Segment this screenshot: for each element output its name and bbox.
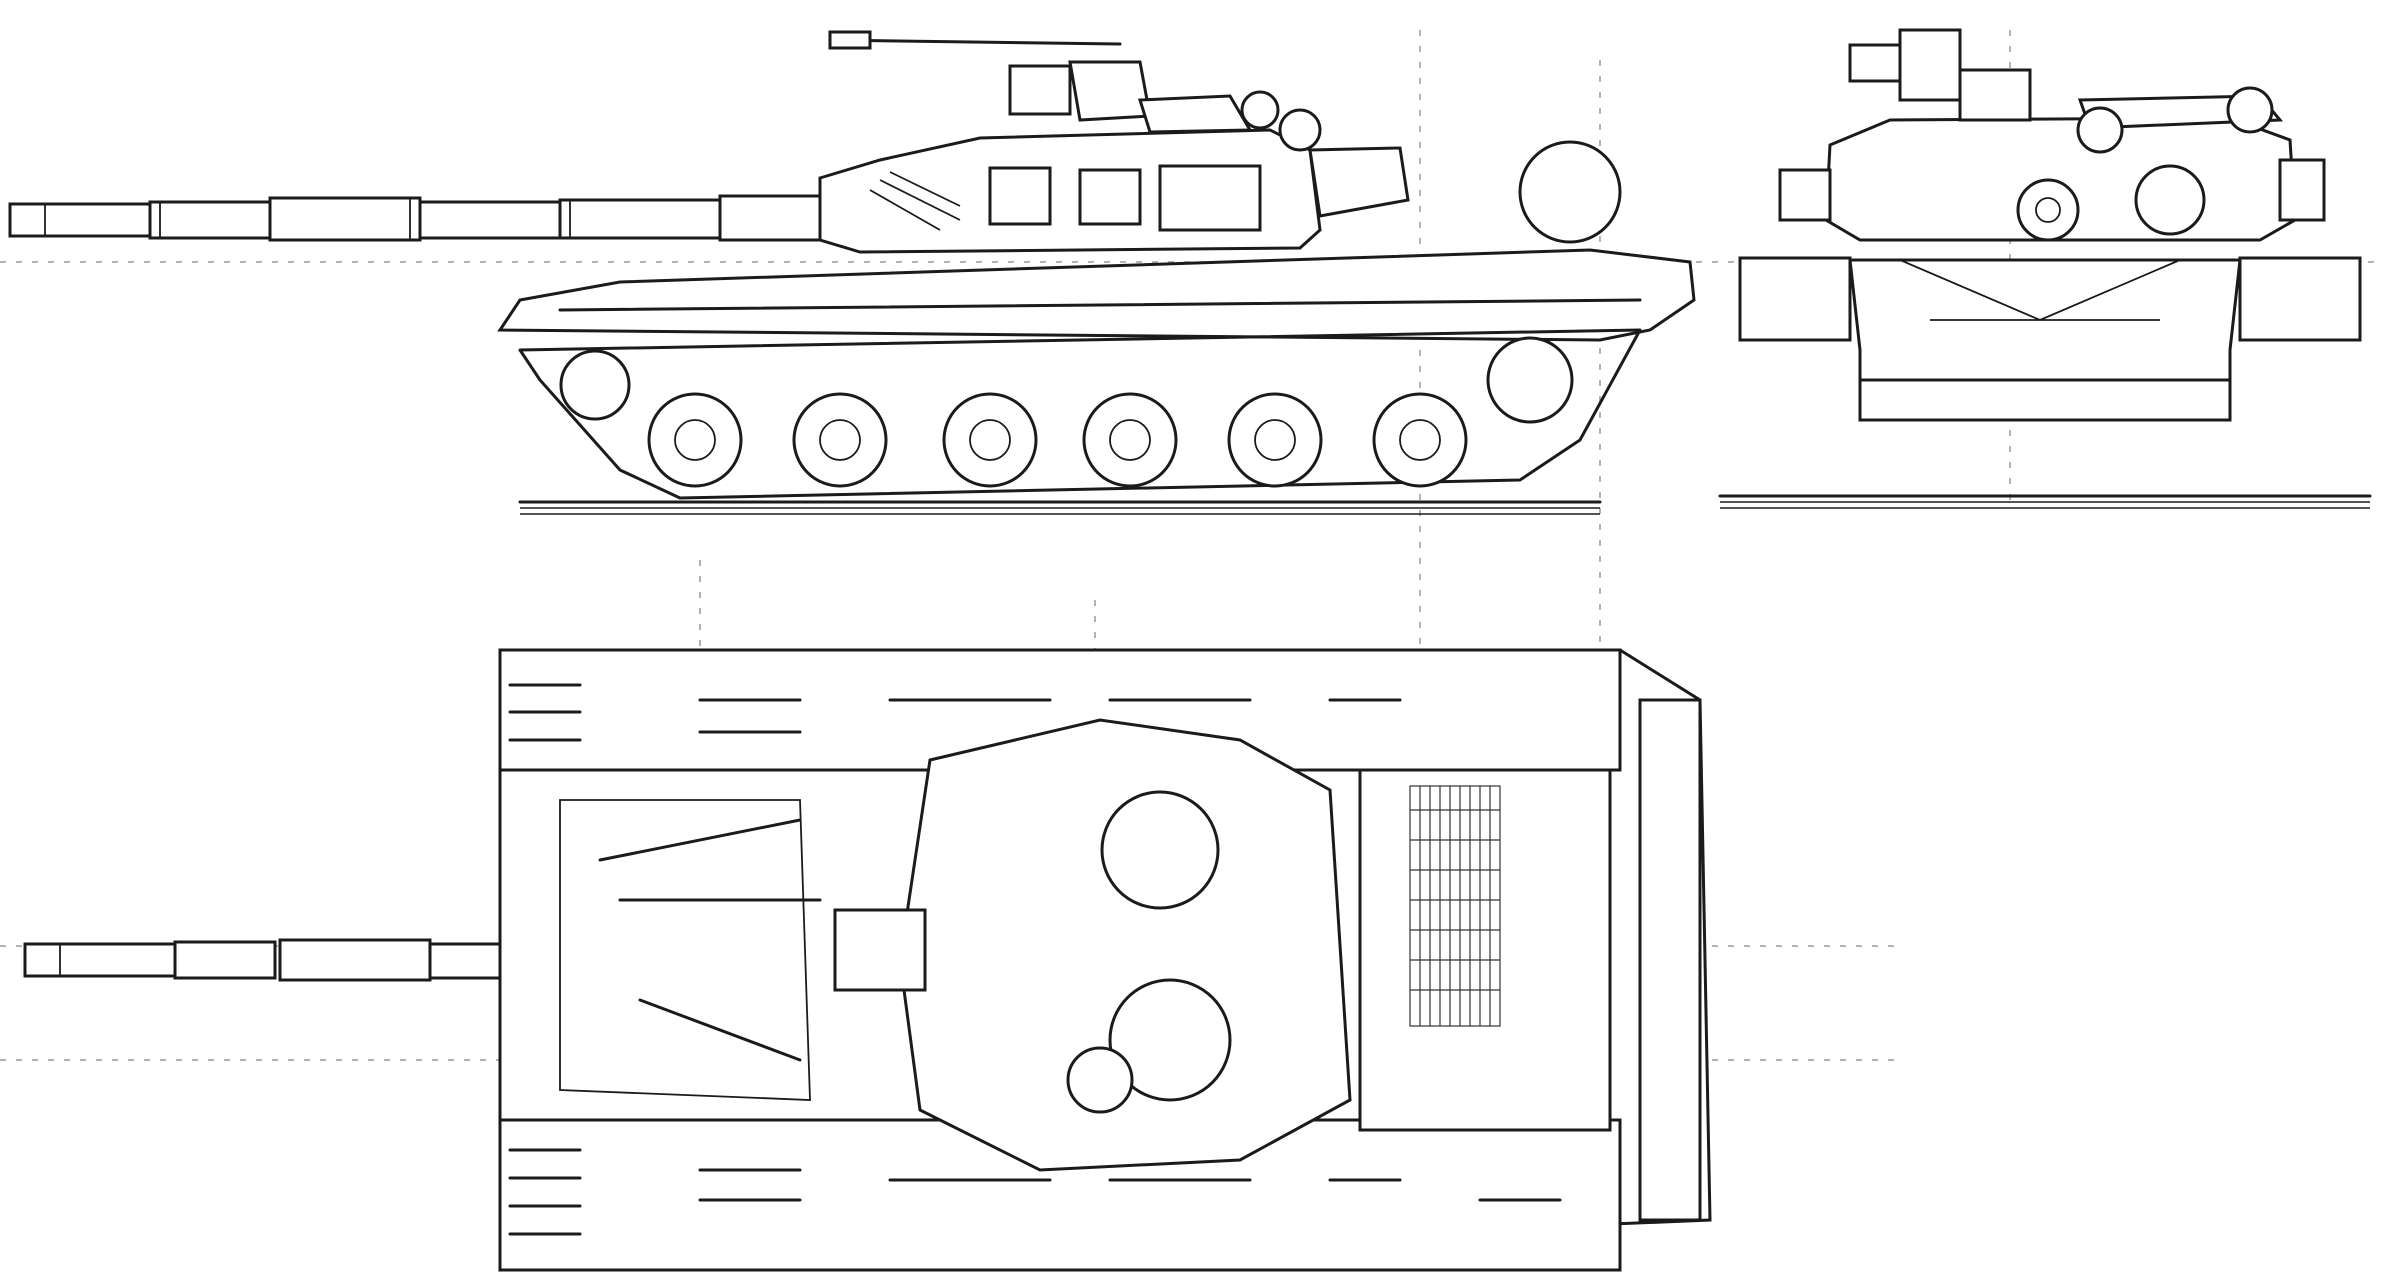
hull-side — [497, 248, 1696, 500]
rear-plate-top — [1638, 698, 1702, 1222]
commander-hatch-top — [1100, 790, 1220, 910]
fender-slots-top — [508, 683, 1562, 1236]
periscope-top — [1066, 1046, 1134, 1114]
radiator-grille-top — [1409, 785, 1501, 1027]
mantlet-top — [833, 908, 927, 992]
side-view — [8, 30, 1696, 515]
ground-line-front — [1718, 494, 2372, 509]
gun-barrel-side — [8, 194, 822, 242]
glacis-plate-top — [559, 799, 811, 1101]
fuel-drum-side — [1518, 140, 1622, 244]
ground-line-side — [518, 500, 1602, 515]
lower-fender-top — [498, 1118, 1622, 1272]
turret-side — [818, 30, 1410, 254]
road-wheels-side — [559, 336, 1574, 488]
engine-deck-top — [1358, 768, 1612, 1132]
left-track-front — [1738, 256, 1852, 342]
gunner-hatch-top — [1108, 978, 1232, 1102]
top-view — [23, 648, 1712, 1272]
front-view — [1718, 28, 2372, 509]
right-track-front — [2238, 256, 2362, 342]
turret-top — [898, 718, 1352, 1172]
